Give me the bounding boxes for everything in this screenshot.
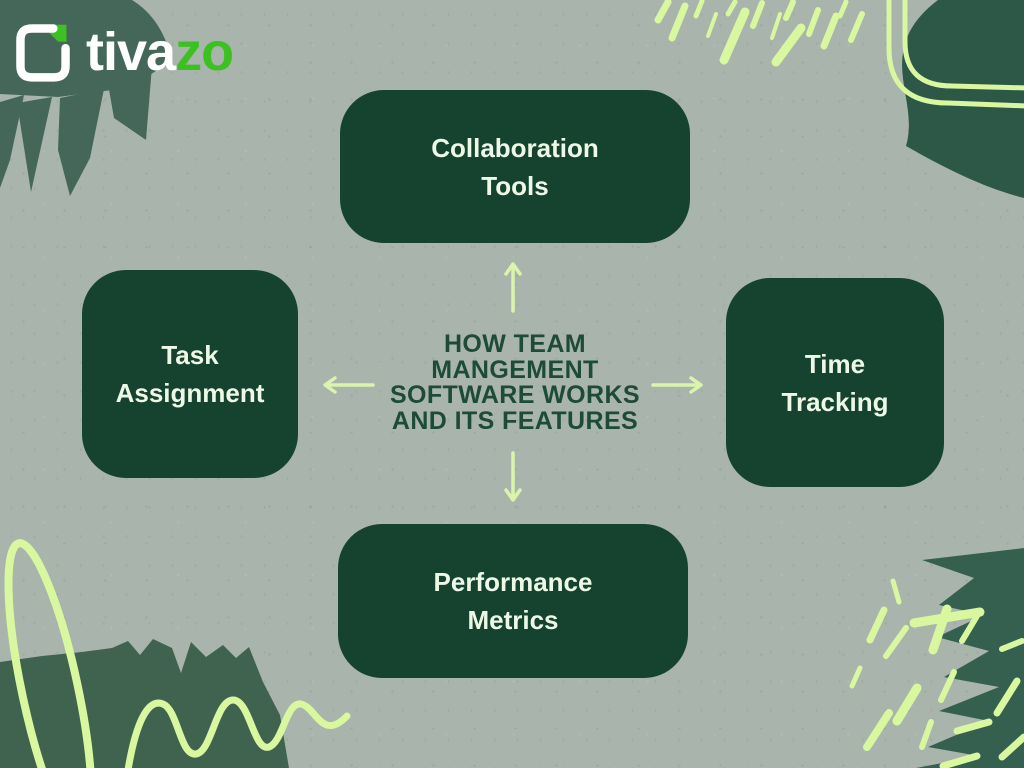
brand-logo: tivazo — [12, 22, 234, 82]
brand-name-white: tiva — [86, 22, 176, 82]
hand-leaf-shape — [0, 0, 170, 196]
title-line: AND ITS FEATURES — [391, 406, 639, 435]
top-right-blob-shape — [902, 0, 1024, 198]
title-line: MANGEMENT — [431, 355, 599, 384]
squiggle-decoration — [124, 696, 351, 768]
top-dashes-decoration — [654, 0, 865, 67]
bottom-right-dashes-decoration — [849, 578, 1024, 768]
diagram-title: HOW TEAM MANGEMENT SOFTWARE WORKS AND IT… — [350, 330, 680, 435]
arrow-down-icon — [504, 451, 522, 502]
node-label-line: Performance — [433, 567, 593, 597]
node-label-line: Assignment — [115, 378, 265, 408]
node-performance-metrics: Performance Metrics — [338, 524, 688, 678]
arrow-right-icon — [651, 376, 703, 394]
node-label-line: Tracking — [781, 386, 889, 417]
node-collaboration-tools: Collaboration Tools — [340, 90, 690, 243]
node-label-line: Task — [161, 340, 219, 370]
node-label-line: Time — [804, 348, 866, 379]
brand-name-green: zo — [175, 22, 234, 82]
node-label-line: Metrics — [467, 605, 559, 635]
arrow-left-icon — [323, 376, 375, 394]
brand-name: tivazo — [86, 22, 234, 82]
node-label-line: Tools — [481, 170, 549, 201]
arrow-up-icon — [504, 262, 522, 313]
tivazo-rounded-square-icon — [16, 24, 70, 82]
node-task-assignment: Task Assignment — [82, 270, 298, 478]
corner-outline-decoration — [886, 0, 1024, 109]
title-line: SOFTWARE WORKS — [389, 381, 641, 409]
title-line: HOW TEAM — [443, 330, 587, 358]
node-time-tracking: Time Tracking — [726, 278, 944, 487]
grass-loop-decoration — [4, 539, 96, 768]
bottom-right-leaf-shape — [916, 548, 1024, 768]
bottom-left-leaf-shape — [0, 639, 289, 768]
node-label-line: Collaboration — [431, 132, 599, 163]
